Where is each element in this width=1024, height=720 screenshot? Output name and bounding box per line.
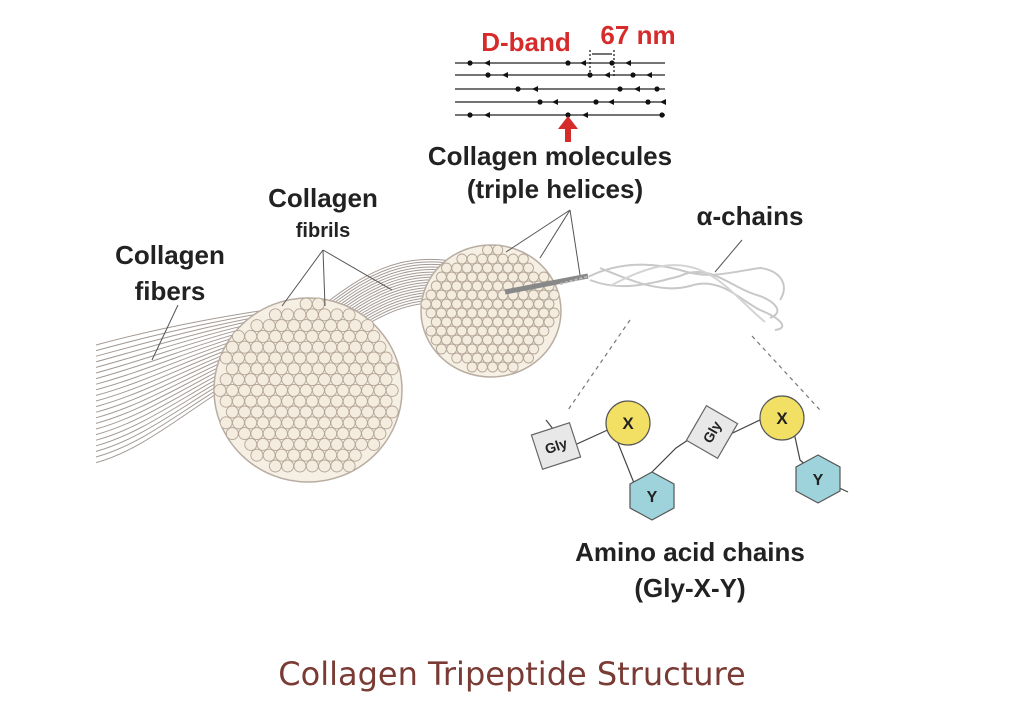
molecules-label-line1: Collagen molecules (428, 141, 672, 171)
y-label-1: Y (647, 489, 658, 506)
x-label-2: X (776, 409, 788, 428)
gly-label-1: Gly (543, 435, 570, 457)
amino-label-line1: Amino acid chains (575, 537, 805, 567)
period-label: 67 nm (600, 20, 675, 50)
leader-lines (151, 209, 743, 361)
x-label-1: X (622, 414, 634, 433)
amino-label-line2: (Gly-X-Y) (634, 573, 745, 603)
y-residue-1: Y (629, 471, 675, 521)
molecules-label-line2: (triple helices) (467, 174, 643, 204)
d-band-lines (455, 50, 666, 118)
chains-label: α-chains (696, 201, 803, 231)
gly-residue-2: Gly (685, 404, 739, 460)
fibrils-label-line2: fibrils (296, 220, 350, 242)
fibrils-label-line1: Collagen (268, 183, 378, 213)
fibers-label-line2: fibers (135, 276, 206, 306)
x-residue-2: X (759, 395, 805, 441)
figure-caption: Collagen Tripeptide Structure (278, 655, 746, 693)
d-band-arrow (558, 116, 578, 142)
fiber-cross-section (213, 297, 403, 483)
x-residue-1: X (605, 400, 651, 446)
fibril-cross-section (420, 244, 562, 378)
amino-acid-chain: Gly Gly X X Y Y (530, 395, 849, 521)
y-label-2: Y (813, 472, 824, 489)
d-band-label: D-band (481, 27, 571, 57)
triple-helix-rope (504, 263, 785, 331)
y-residue-2: Y (795, 454, 841, 504)
zoom-lines (567, 319, 821, 411)
gly-residue-1: Gly (530, 421, 582, 471)
fibers-label-line1: Collagen (115, 240, 225, 270)
